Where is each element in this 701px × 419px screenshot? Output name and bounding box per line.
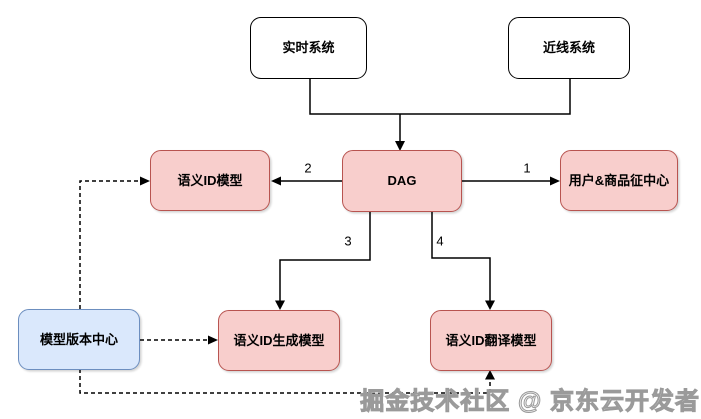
node-user-product-feature-center: 用户&商品征中心: [560, 150, 678, 211]
node-dag-label: DAG: [387, 173, 417, 189]
edge-mvc-to-semantic-id-model: [79, 180, 142, 309]
node-semantic-id-generation-model: 语义ID生成模型: [218, 310, 340, 371]
edge-label-2: 2: [302, 160, 314, 176]
edge-label-1: 1: [521, 160, 533, 176]
arrowhead-into-feature-center: [550, 176, 560, 186]
node-dag: DAG: [342, 150, 462, 212]
node-semantic-id-model-label: 语义ID模型: [177, 172, 243, 188]
arrowhead-mvc-into-generation-model: [208, 335, 218, 345]
node-model-version-center-label: 模型版本中心: [39, 331, 118, 347]
arrowhead-into-translation-model: [485, 300, 495, 310]
node-semantic-id-model: 语义ID模型: [150, 150, 270, 211]
node-realtime-system-label: 实时系统: [282, 40, 335, 56]
edge-systems-to-dag: [309, 79, 571, 143]
node-user-product-feature-center-label: 用户&商品征中心: [568, 172, 670, 188]
watermark: 掘金技术社区 @ 京东云开发者: [360, 388, 700, 416]
node-realtime-system: 实时系统: [250, 17, 367, 79]
node-model-version-center: 模型版本中心: [18, 309, 140, 370]
edge-label-4: 4: [434, 233, 446, 249]
arrowhead-into-generation-model: [275, 300, 285, 310]
arrowhead-into-dag: [395, 141, 405, 151]
edge-label-3: 3: [342, 233, 354, 249]
edge-mvc-to-translation-model: [79, 369, 491, 394]
arrowhead-mvc-into-translation-model: [485, 370, 495, 380]
node-nearline-system-label: 近线系统: [542, 40, 595, 56]
arrowhead-into-semantic-id-model: [271, 176, 281, 186]
arrowhead-mvc-into-semantic-id-model: [140, 176, 150, 186]
node-semantic-id-generation-model-label: 语义ID生成模型: [233, 332, 325, 348]
node-semantic-id-translation-model: 语义ID翻译模型: [430, 310, 552, 371]
node-nearline-system: 近线系统: [508, 17, 630, 79]
edge-dag-to-translation-model: [431, 211, 491, 302]
node-semantic-id-translation-model-label: 语义ID翻译模型: [445, 332, 537, 348]
edge-dag-to-generation-model: [279, 211, 371, 302]
